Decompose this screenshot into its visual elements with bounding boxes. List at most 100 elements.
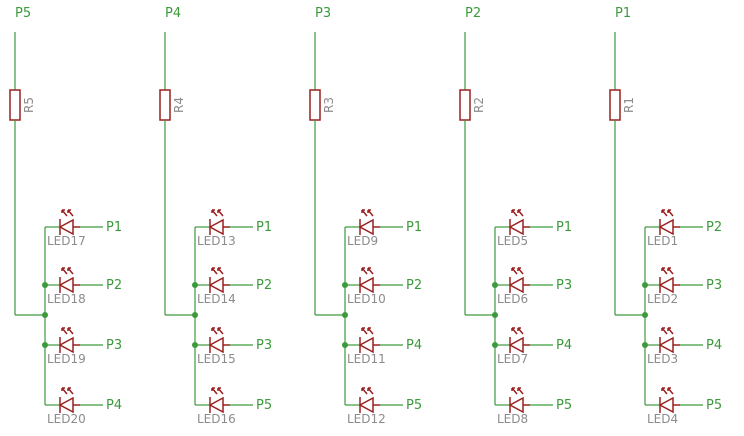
led-net-label: P4 [106, 398, 122, 413]
light-arrow-icon [511, 327, 518, 335]
led-label: LED16 [197, 412, 236, 426]
led-label: LED9 [347, 234, 378, 248]
supply-net-label: P2 [465, 6, 481, 21]
led-net-label: P3 [556, 278, 572, 293]
led-diode-symbol [58, 336, 74, 354]
led-diode-symbol [508, 276, 524, 294]
light-arrow-icon [661, 209, 668, 217]
led-net-label: P2 [406, 278, 422, 293]
led-diode-symbol [208, 276, 224, 294]
light-arrow-icon [367, 209, 374, 217]
led-label: LED15 [197, 352, 236, 366]
led-label: LED4 [647, 412, 678, 426]
led: LED11 P4 [345, 327, 422, 366]
led-net-label: P1 [256, 220, 272, 235]
supply-net-label: P5 [15, 6, 31, 21]
supply-net-label: P4 [165, 6, 181, 21]
led-label: LED11 [347, 352, 386, 366]
led-net-label: P2 [706, 220, 722, 235]
led-diode-symbol [58, 276, 74, 294]
led-diode-symbol [658, 218, 674, 236]
light-arrow-icon [211, 209, 218, 217]
light-arrow-icon [511, 387, 518, 395]
led-net-label: P3 [706, 278, 722, 293]
led-net-label: P1 [406, 220, 422, 235]
light-arrow-icon [61, 327, 68, 335]
light-arrow-icon [211, 267, 218, 275]
light-arrow-icon [367, 327, 374, 335]
junction-dot [492, 312, 498, 318]
light-arrow-icon [67, 209, 74, 217]
supply-net-label: P3 [315, 6, 331, 21]
light-arrow-icon [661, 267, 668, 275]
led: LED9 P1 [345, 209, 422, 248]
light-arrow-icon [211, 387, 218, 395]
light-arrow-icon [517, 209, 524, 217]
resistor-label: R3 [322, 97, 336, 113]
junction-dot [42, 312, 48, 318]
led-diode-symbol [358, 218, 374, 236]
light-arrow-icon [67, 327, 74, 335]
led-label: LED17 [47, 234, 86, 248]
led-net-label: P5 [556, 398, 572, 413]
junction-dot [642, 312, 648, 318]
led: LED3 P4 [645, 327, 722, 366]
light-arrow-icon [61, 387, 68, 395]
led-net-label: P2 [106, 278, 122, 293]
resistor-symbol [9, 89, 21, 121]
led-net-label: P3 [106, 338, 122, 353]
led-diode-symbol [508, 336, 524, 354]
light-arrow-icon [361, 267, 368, 275]
junction-dot [342, 312, 348, 318]
light-arrow-icon [217, 387, 224, 395]
light-arrow-icon [517, 267, 524, 275]
junction-dot [192, 312, 198, 318]
light-arrow-icon [511, 209, 518, 217]
led-label: LED8 [497, 412, 528, 426]
led-net-label: P4 [706, 338, 722, 353]
led-net-label: P5 [706, 398, 722, 413]
led-label: LED10 [347, 292, 386, 306]
led: LED7 P4 [495, 327, 572, 366]
led-diode-symbol [358, 276, 374, 294]
resistor-label: R4 [172, 97, 186, 113]
led-label: LED3 [647, 352, 678, 366]
light-arrow-icon [661, 327, 668, 335]
led: LED20 P4 [45, 387, 122, 426]
resistor-symbol [609, 89, 621, 121]
led-diode-symbol [658, 336, 674, 354]
led-label: LED20 [47, 412, 86, 426]
light-arrow-icon [61, 267, 68, 275]
led-net-label: P4 [556, 338, 572, 353]
light-arrow-icon [367, 267, 374, 275]
resistor-symbol [159, 89, 171, 121]
light-arrow-icon [661, 387, 668, 395]
light-arrow-icon [361, 387, 368, 395]
resistor-label: R1 [622, 97, 636, 113]
led-diode-symbol [58, 218, 74, 236]
led-diode-symbol [208, 396, 224, 414]
light-arrow-icon [217, 327, 224, 335]
led-diode-symbol [358, 336, 374, 354]
led-net-label: P1 [556, 220, 572, 235]
led-label: LED7 [497, 352, 528, 366]
led-net-label: P4 [406, 338, 422, 353]
led-diode-symbol [658, 276, 674, 294]
light-arrow-icon [511, 267, 518, 275]
led-diode-symbol [508, 218, 524, 236]
light-arrow-icon [61, 209, 68, 217]
light-arrow-icon [667, 387, 674, 395]
